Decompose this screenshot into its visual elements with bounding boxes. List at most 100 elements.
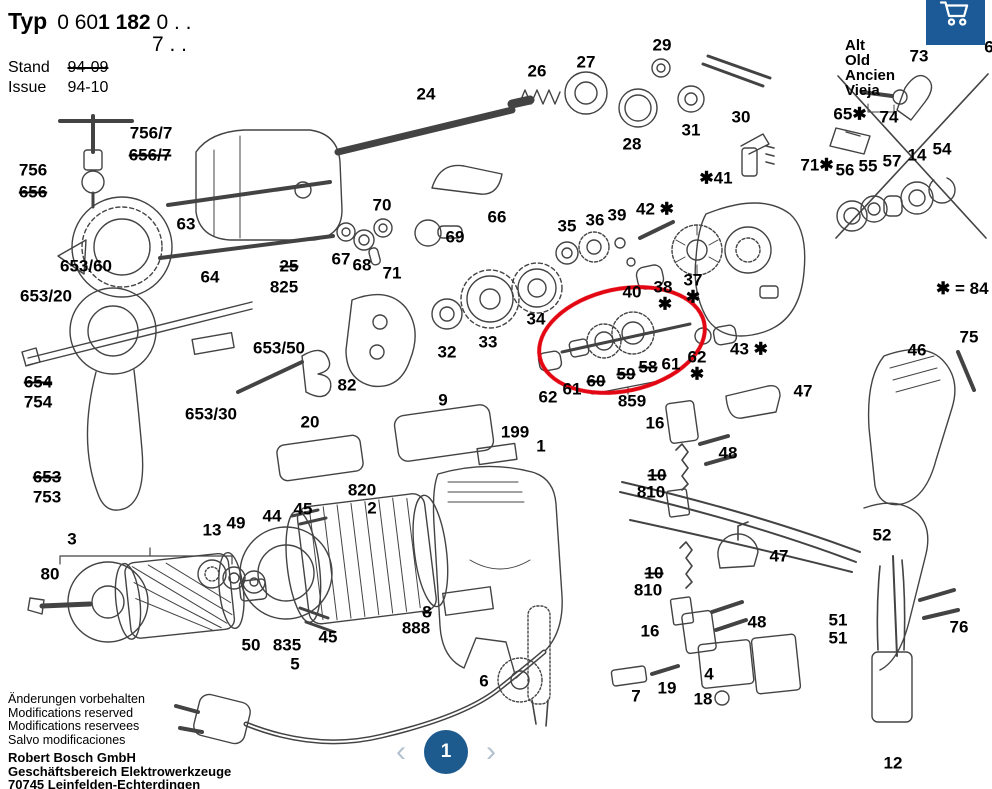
- page-1-button[interactable]: 1: [424, 730, 468, 774]
- part-label-47: 47: [769, 546, 789, 566]
- part-label-653/50: 653/50: [253, 338, 305, 358]
- part-label-42: 42 ✱: [636, 199, 674, 219]
- part-label-12: 12: [883, 753, 903, 773]
- part-label-48: 48: [747, 612, 767, 632]
- part-label-49: 49: [226, 513, 246, 533]
- part-label-45: 45: [318, 627, 338, 647]
- part-label-656/7: 656/7: [128, 145, 172, 165]
- part-label-66: 66: [487, 207, 507, 227]
- old-version-note-line: Vieja: [845, 82, 880, 99]
- part-label-: ✱: [657, 294, 673, 314]
- part-label-825: 825: [269, 277, 299, 297]
- part-label-34: 34: [526, 309, 546, 329]
- part-label-37: 37: [683, 270, 703, 290]
- part-label-4: 4: [704, 664, 714, 684]
- part-label-52: 52: [872, 525, 892, 545]
- part-label-74: 74: [879, 107, 899, 127]
- part-label-654: 654: [23, 372, 53, 392]
- part-label-28: 28: [622, 134, 642, 154]
- part-label-26: 26: [527, 61, 547, 81]
- part-label-48: 48: [718, 443, 738, 463]
- old-version-note-line: Alt: [845, 37, 865, 54]
- part-label-5: 5: [290, 654, 300, 674]
- typ-number-line2: 7 . .: [152, 33, 188, 56]
- stand-value: 94-09: [67, 59, 109, 76]
- part-label-756/7: 756/7: [129, 123, 173, 143]
- part-label-1: 1: [536, 436, 546, 456]
- part-label-55: 55: [858, 156, 878, 176]
- part-label-859: 859: [617, 391, 647, 411]
- part-label-25: 25: [279, 256, 299, 276]
- part-label-: ✱: [689, 364, 705, 384]
- part-label-61: 61: [661, 354, 681, 374]
- part-label-753: 753: [32, 487, 62, 507]
- issue-value: 94-10: [67, 79, 109, 96]
- part-label-70: 70: [372, 195, 392, 215]
- part-label-3: 3: [67, 529, 77, 549]
- part-label-46: 46: [907, 340, 927, 360]
- part-label-57: 57: [882, 151, 902, 171]
- footer-company-line: Robert Bosch GmbH: [8, 750, 136, 765]
- part-label-9: 9: [438, 390, 448, 410]
- cart-button[interactable]: [926, 0, 985, 45]
- part-label-27: 27: [576, 52, 596, 72]
- prev-page-button[interactable]: ‹: [396, 735, 406, 768]
- old-version-note-line: Old: [845, 52, 870, 69]
- issue-label: Issue: [8, 79, 47, 96]
- footer-note-line: Salvo modificaciones: [8, 732, 126, 747]
- part-label-71: 71✱: [800, 155, 834, 175]
- part-label-10: 10: [647, 465, 667, 485]
- part-label-7: 7: [631, 686, 641, 706]
- part-label-20: 20: [300, 412, 320, 432]
- part-label-199: 199: [500, 422, 530, 442]
- part-label-24: 24: [416, 84, 436, 104]
- part-label-31: 31: [681, 120, 701, 140]
- part-label-59: 59: [616, 364, 636, 384]
- footer-note-line: Modifications reservees: [8, 719, 140, 733]
- part-label-58: 58: [638, 357, 658, 377]
- part-label-67: 67: [331, 249, 351, 269]
- part-label-653/20: 653/20: [20, 286, 72, 306]
- part-label-61: 61: [562, 379, 582, 399]
- part-label-6: 6: [479, 671, 489, 691]
- part-label-60: 60: [586, 371, 606, 391]
- part-label-756: 756: [18, 160, 48, 180]
- part-label-44: 44: [262, 506, 282, 526]
- part-label-47: 47: [793, 381, 813, 401]
- part-label-6: 6: [984, 37, 992, 57]
- part-label-40: 40: [622, 282, 642, 302]
- part-label-51: 51: [828, 628, 848, 648]
- part-label-653: 653: [32, 467, 62, 487]
- part-label-810: 810: [636, 482, 666, 502]
- part-label-80: 80: [40, 564, 60, 584]
- stand-line: Stand 94-09: [8, 59, 192, 77]
- part-label-: ✱: [685, 287, 701, 307]
- footer-note-line: Modifications reserved: [8, 705, 134, 720]
- part-label-33: 33: [478, 332, 498, 352]
- part-label-45: 45: [293, 499, 313, 519]
- part-label-39: 39: [607, 205, 627, 225]
- part-label-19: 19: [657, 678, 677, 698]
- footer-company-line: 70745 Leinfelden-Echterdingen: [8, 777, 201, 789]
- part-label-820: 820: [347, 480, 377, 500]
- part-label-50: 50: [241, 635, 261, 655]
- part-label-888: 888: [401, 618, 431, 638]
- part-label-18: 18: [693, 689, 713, 709]
- part-label-29: 29: [652, 35, 672, 55]
- footer-company-line: Geschäftsbereich Elektrowerkzeuge: [8, 763, 232, 779]
- part-label-14: 14: [907, 145, 927, 165]
- typ-label: Typ: [8, 8, 48, 34]
- part-label-56: 56: [835, 160, 855, 180]
- part-label-63: 63: [176, 214, 196, 234]
- part-label-82: 82: [337, 375, 357, 395]
- part-label-51: 51: [828, 610, 848, 630]
- part-label-13: 13: [202, 520, 222, 540]
- part-label-835: 835: [272, 635, 302, 655]
- next-page-button[interactable]: ›: [486, 735, 496, 768]
- part-label-73: 73: [909, 46, 929, 66]
